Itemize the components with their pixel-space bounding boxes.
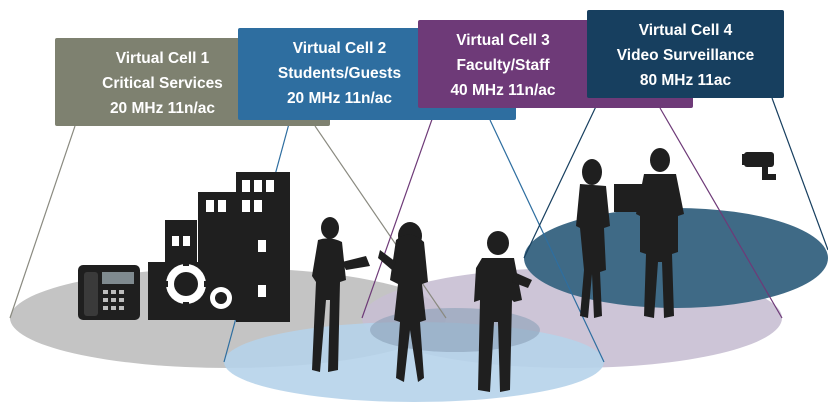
security-camera-icon (742, 152, 776, 180)
man-laptop-silhouette (614, 148, 684, 318)
person-silhouette-icon (312, 148, 684, 392)
coverage-cone-lines (9, 97, 828, 363)
virtual-cell-4-label: Virtual Cell 4 Video Surveillance 80 MHz… (587, 10, 784, 98)
woman-longhair-silhouette (378, 222, 428, 382)
cell-title: Virtual Cell 2 (292, 40, 387, 57)
cell-purpose: Critical Services (102, 75, 223, 92)
cell-purpose: Faculty/Staff (456, 57, 550, 74)
cell-spec: 20 MHz 11n/ac (286, 90, 393, 107)
cell-spec: 20 MHz 11n/ac (109, 100, 216, 117)
woman-standing-silhouette (576, 159, 610, 318)
cell-spec: 80 MHz 11ac (639, 72, 732, 89)
cell-spec: 40 MHz 11n/ac (450, 82, 556, 99)
cell-title: Virtual Cell 3 (456, 32, 550, 49)
cell-purpose: Video Surveillance (616, 47, 755, 64)
cell-purpose: Students/Guests (277, 65, 402, 82)
building-gears-icon (148, 172, 290, 322)
cell-title: Virtual Cell 4 (638, 22, 733, 39)
desk-phone-icon (78, 265, 140, 320)
cell-title: Virtual Cell 1 (115, 50, 210, 67)
woman-tablet-silhouette (312, 217, 370, 372)
man-phone-silhouette (474, 231, 532, 392)
